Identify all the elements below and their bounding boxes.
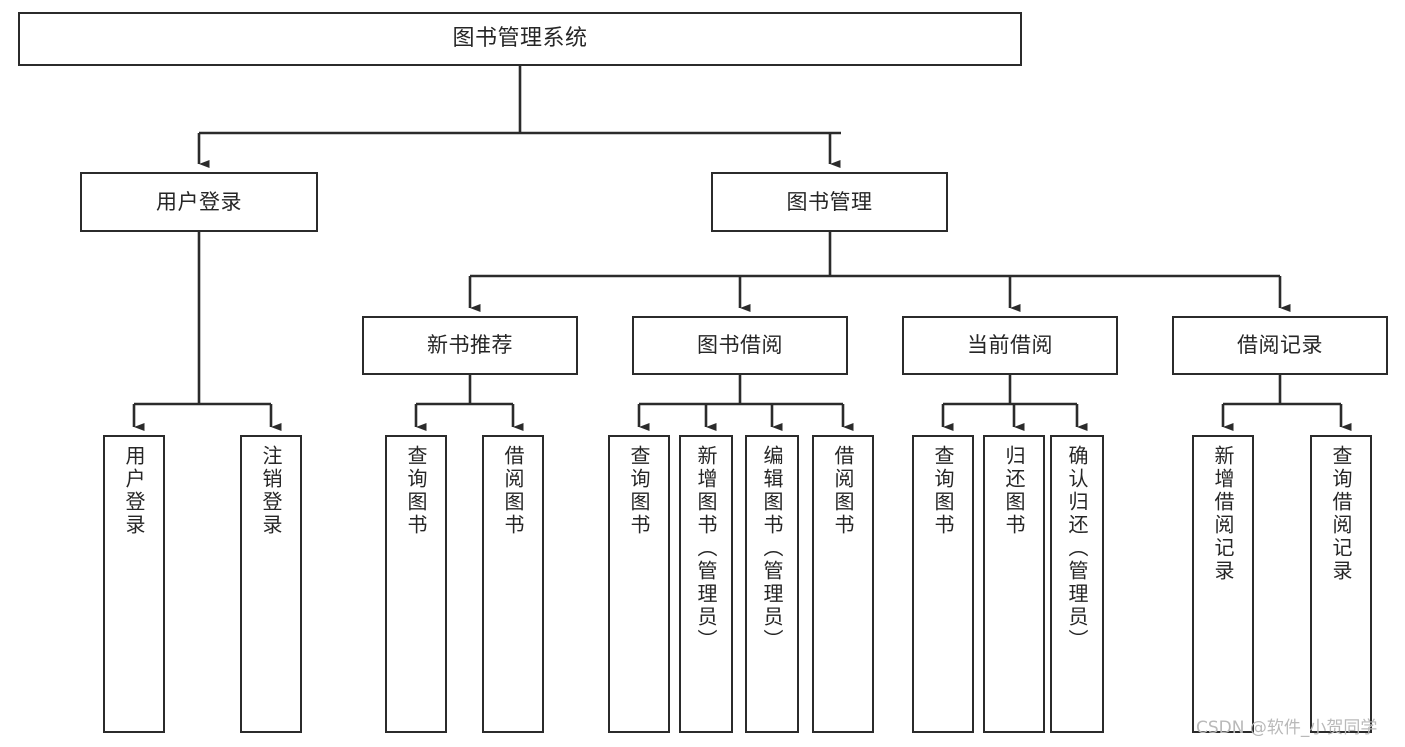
node-leaf-query-book-recommend[interactable]: 查询图书 [385, 435, 447, 733]
node-label: 确认归还（管理员） [1065, 445, 1089, 652]
node-leaf-edit-book-admin[interactable]: 编辑图书（管理员） [745, 435, 799, 733]
node-label: 图书管理系统 [452, 26, 588, 52]
node-leaf-add-borrow-record[interactable]: 新增借阅记录 [1192, 435, 1254, 733]
node-label: 查询借阅记录 [1329, 445, 1353, 583]
node-leaf-user-login[interactable]: 用户登录 [103, 435, 165, 733]
node-label: 新增借阅记录 [1211, 445, 1235, 583]
node-leaf-query-borrow-record[interactable]: 查询借阅记录 [1310, 435, 1372, 733]
node-leaf-user-logout[interactable]: 注销登录 [240, 435, 302, 733]
node-label: 用户登录 [122, 445, 146, 537]
node-label: 当前借阅 [967, 333, 1053, 358]
node-label: 用户登录 [156, 189, 242, 214]
node-current-borrow[interactable]: 当前借阅 [902, 316, 1118, 375]
node-leaf-confirm-return-admin[interactable]: 确认归还（管理员） [1050, 435, 1104, 733]
node-label: 查询图书 [627, 445, 651, 537]
node-label: 新书推荐 [427, 333, 513, 358]
node-label: 图书管理 [786, 189, 873, 214]
node-user-login[interactable]: 用户登录 [80, 172, 318, 232]
node-leaf-borrow-book-recommend[interactable]: 借阅图书 [482, 435, 544, 733]
node-label: 借阅图书 [831, 445, 855, 537]
node-borrow-records[interactable]: 借阅记录 [1172, 316, 1388, 375]
node-leaf-add-book-admin[interactable]: 新增图书（管理员） [679, 435, 733, 733]
node-root-system[interactable]: 图书管理系统 [18, 12, 1022, 66]
node-label: 借阅图书 [501, 445, 525, 537]
node-label: 注销登录 [259, 445, 283, 537]
node-book-management[interactable]: 图书管理 [711, 172, 948, 232]
node-label: 归还图书 [1002, 445, 1026, 537]
node-label: 借阅记录 [1237, 333, 1323, 358]
node-leaf-query-book-current[interactable]: 查询图书 [912, 435, 974, 733]
node-label: 查询图书 [404, 445, 428, 537]
node-book-borrow[interactable]: 图书借阅 [632, 316, 848, 375]
node-leaf-query-book-borrow[interactable]: 查询图书 [608, 435, 670, 733]
csdn-watermark: CSDN @软件_小贺同学 [1196, 718, 1378, 738]
node-leaf-return-book[interactable]: 归还图书 [983, 435, 1045, 733]
node-leaf-borrow-book[interactable]: 借阅图书 [812, 435, 874, 733]
node-label: 编辑图书（管理员） [760, 445, 784, 652]
node-new-book-recommend[interactable]: 新书推荐 [362, 316, 578, 375]
node-label: 图书借阅 [697, 333, 783, 358]
node-label: 查询图书 [931, 445, 955, 537]
node-label: 新增图书（管理员） [694, 445, 718, 652]
